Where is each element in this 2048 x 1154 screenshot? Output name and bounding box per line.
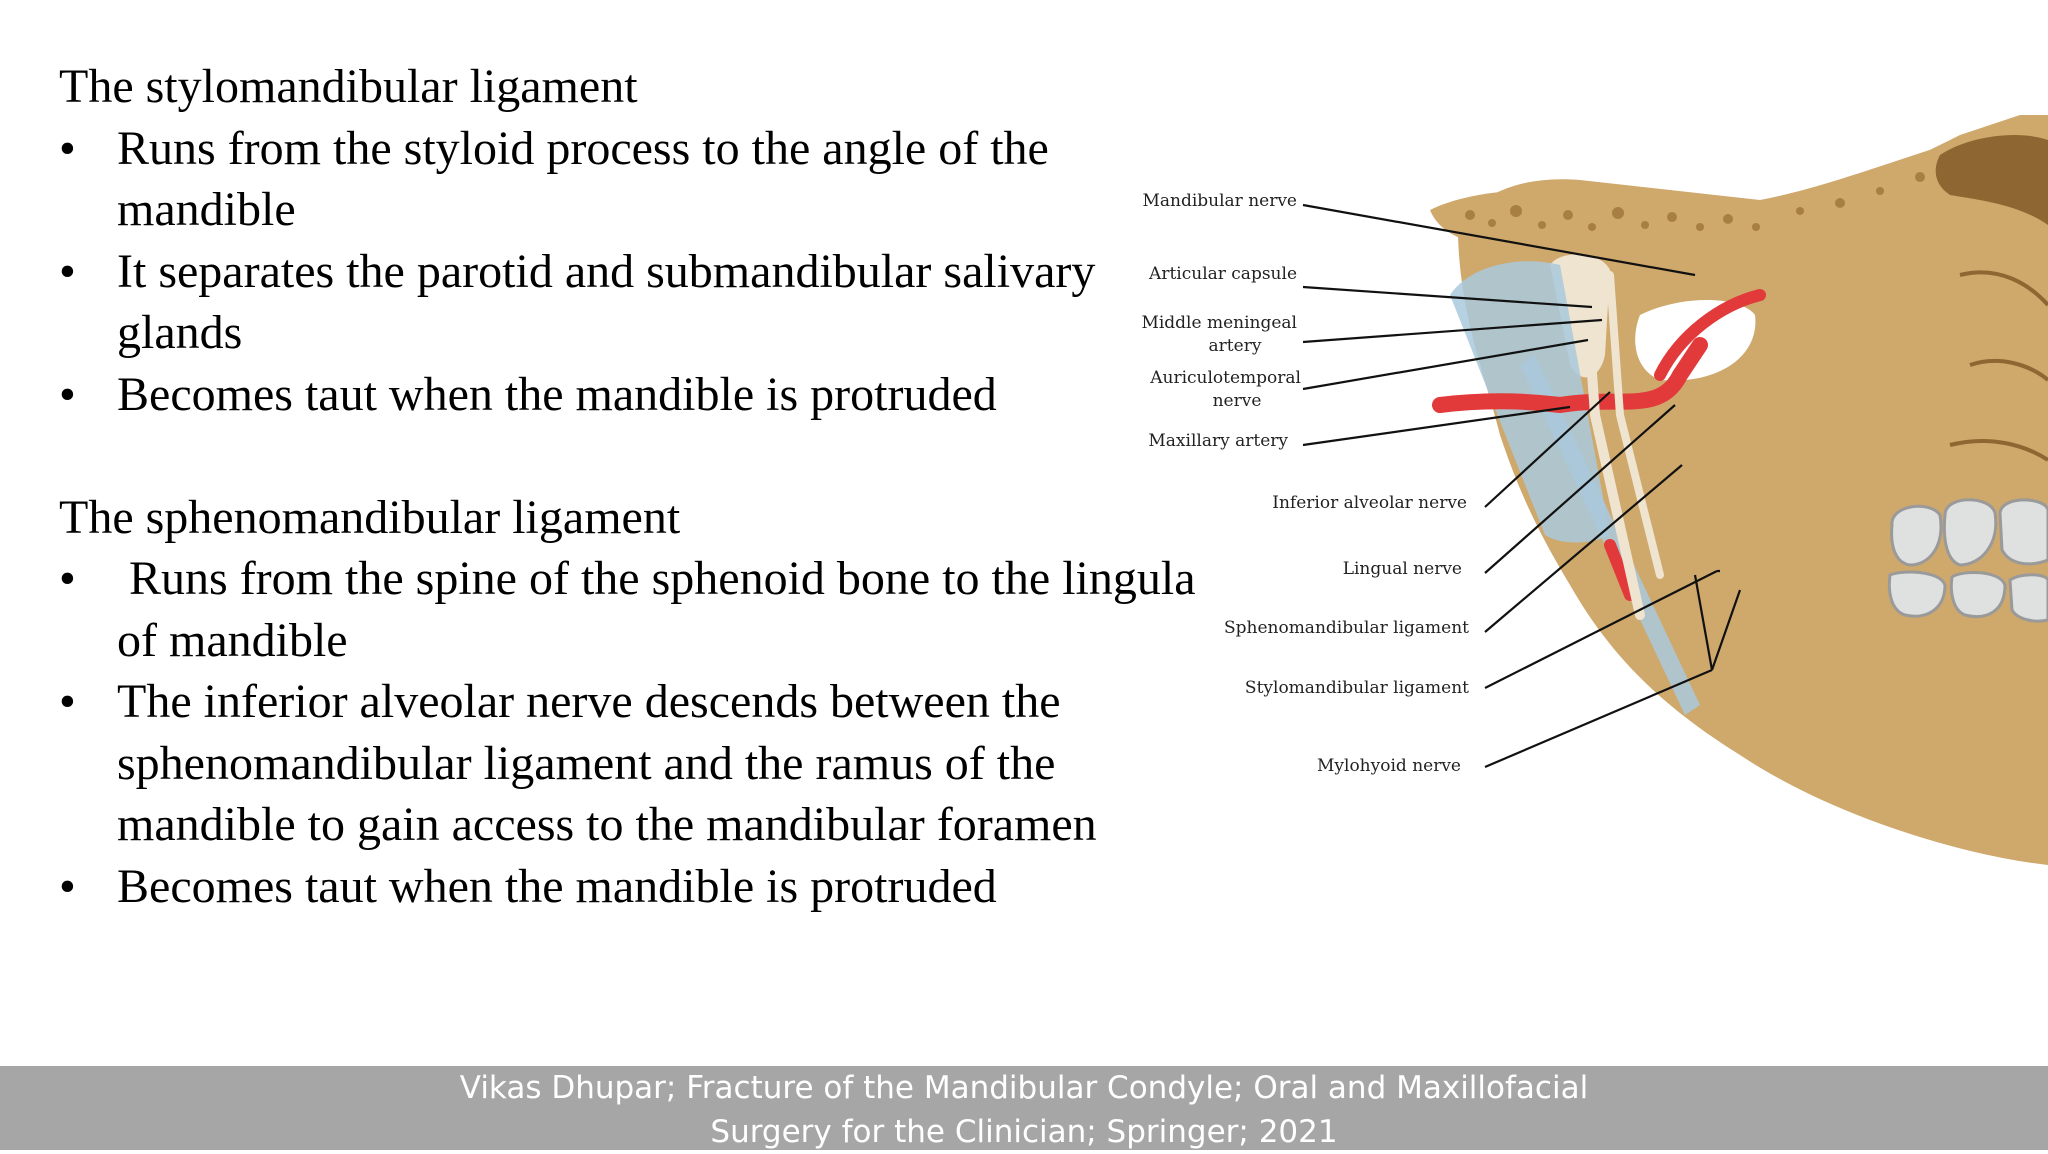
bullet-list: • Runs from the spine of the sphenoid bo… — [59, 548, 1279, 917]
label-auriculotemporal-nerve: Auriculotemporal — [1149, 368, 1301, 388]
tooth — [1949, 571, 2007, 618]
label-inferior-alveolar-nerve: Inferior alveolar nerve — [1272, 493, 1467, 513]
labels-mid: Inferior alveolar nerve Lingual nerve Sp… — [1224, 493, 1469, 776]
bullet-icon: • — [59, 367, 76, 421]
tooth — [2008, 573, 2048, 623]
labels-left: Mandibular nerve Articular capsule Middl… — [1141, 191, 1301, 451]
bullet-line: The inferior alveolar nerve descends bet… — [117, 675, 1061, 728]
tmj-illustration: Mandibular nerve Articular capsule Middl… — [1141, 115, 2048, 865]
bullet-list: • Runs from the styloid process to the a… — [59, 118, 1279, 426]
sinus-fold — [1949, 270, 2048, 462]
bullet-item: • It separates the parotid and submandib… — [59, 241, 1279, 364]
label-mylohyoid-nerve: Mylohyoid nerve — [1317, 756, 1461, 776]
bullet-line: sphenomandibular ligament and the ramus … — [117, 736, 1056, 790]
label-articular-capsule: Articular capsule — [1148, 264, 1297, 284]
cranial-base — [1430, 115, 2048, 250]
teeth — [1887, 498, 2048, 623]
label-middle-meningeal-artery-line2: artery — [1209, 336, 1262, 356]
label-stylomandibular-ligament: Stylomandibular ligament — [1245, 678, 1469, 698]
bullet-icon: • — [59, 121, 76, 175]
tooth — [1998, 498, 2048, 566]
label-mandibular-nerve: Mandibular nerve — [1142, 191, 1297, 211]
tooth — [1942, 498, 1998, 567]
bullet-line: Becomes taut when the mandible is protru… — [117, 367, 997, 421]
tooth — [1890, 504, 1943, 567]
citation-line: Surgery for the Clinician; Springer; 202… — [710, 1114, 1338, 1150]
label-maxillary-artery: Maxillary artery — [1148, 431, 1288, 451]
label-sphenomandibular-ligament: Sphenomandibular ligament — [1224, 618, 1469, 638]
section-spacer — [59, 425, 1279, 487]
anatomy-figure: Mandibular nerve Articular capsule Middl… — [1140, 115, 2048, 875]
bullet-line: It separates the parotid and submandibul… — [117, 244, 1096, 298]
section-sphenomandibular: The sphenomandibular ligament • Runs fro… — [59, 487, 1279, 918]
artery-branch — [1604, 289, 1766, 601]
skull-cavity — [1935, 135, 2048, 225]
section-heading: The sphenomandibular ligament — [59, 490, 681, 544]
lingual-nerve-shape — [1606, 271, 1664, 579]
citation-line: Vikas Dhupar; Fracture of the Mandibular… — [459, 1070, 1589, 1106]
bullet-line: Becomes taut when the mandible is protru… — [117, 859, 997, 913]
bullet-item: • Runs from the styloid process to the a… — [59, 118, 1279, 241]
bullet-item: • The inferior alveolar nerve descends b… — [59, 671, 1279, 856]
leader-lines — [1302, 203, 1742, 769]
bullet-line: Runs from the styloid process to the ang… — [117, 121, 1049, 175]
bullet-line: mandible to gain access to the mandibula… — [117, 798, 1097, 851]
section-stylomandibular: The stylomandibular ligament • Runs from… — [59, 56, 1279, 425]
tooth — [1887, 570, 1947, 618]
bullet-line: Runs from the spine of the sphenoid bone… — [117, 552, 1196, 605]
bullet-icon: • — [59, 244, 76, 298]
bullet-icon: • — [59, 859, 76, 913]
slide-text: The stylomandibular ligament • Runs from… — [59, 56, 1279, 917]
citation-bar: Vikas Dhupar; Fracture of the Mandibular… — [0, 1066, 2048, 1150]
label-lingual-nerve: Lingual nerve — [1343, 559, 1462, 579]
bullet-item: • Runs from the spine of the sphenoid bo… — [59, 548, 1279, 671]
bullet-icon: • — [59, 552, 76, 605]
bullet-line: glands — [117, 306, 243, 359]
bullet-item: • Becomes taut when the mandible is prot… — [59, 856, 1279, 918]
bullet-item: • Becomes taut when the mandible is prot… — [59, 364, 1279, 426]
label-auriculotemporal-nerve-line2: nerve — [1213, 391, 1262, 411]
bullet-line: mandible — [117, 183, 296, 236]
section-heading: The stylomandibular ligament — [59, 60, 638, 113]
bullet-icon: • — [59, 675, 76, 728]
bullet-line: of mandible — [117, 613, 348, 667]
label-middle-meningeal-artery: Middle meningeal — [1141, 313, 1297, 333]
